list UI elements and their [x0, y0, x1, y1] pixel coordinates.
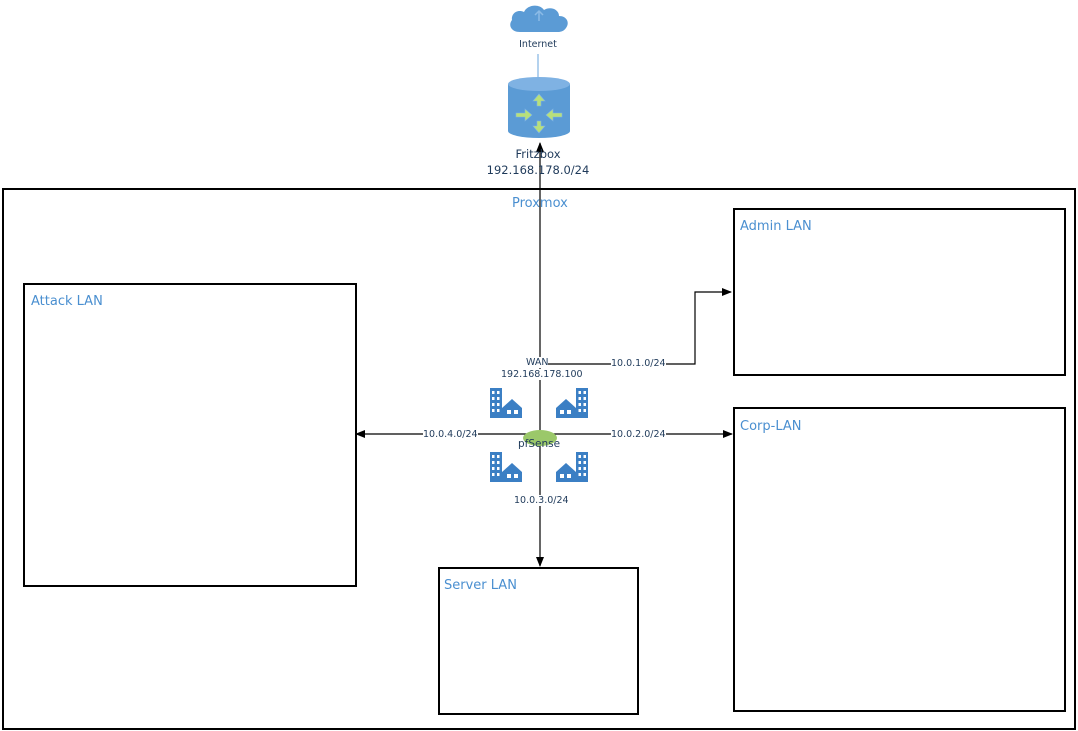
corp-lan-box [733, 407, 1066, 712]
wan-label: WAN [526, 357, 549, 368]
proxmox-label: Proxmox [512, 196, 568, 211]
attack-lan-box [23, 283, 357, 587]
router-name: Fritzbox [515, 147, 561, 161]
admin-lan-label: Admin LAN [740, 219, 812, 234]
admin-link-label: 10.0.1.0/24 [611, 358, 666, 369]
attack-link-label: 10.0.4.0/24 [423, 429, 478, 440]
server-lan-box [438, 567, 639, 715]
admin-lan-box [733, 208, 1066, 376]
server-lan-label: Server LAN [444, 578, 517, 593]
internet-label: Internet [519, 39, 557, 50]
router-subnet: 192.168.178.0/24 [486, 163, 590, 177]
router-icon [508, 77, 570, 138]
server-link-label: 10.0.3.0/24 [514, 495, 569, 506]
proxmox-container [2, 188, 1076, 730]
cloud-icon [510, 5, 568, 32]
pfsense-icon [490, 388, 588, 482]
attack-lan-label: Attack LAN [31, 294, 103, 309]
corp-lan-label: Corp-LAN [740, 419, 802, 434]
pfsense-label: pfSense [517, 438, 561, 450]
corp-link-label: 10.0.2.0/24 [611, 429, 666, 440]
wan-ip: 192.168.178.100 [501, 369, 583, 380]
